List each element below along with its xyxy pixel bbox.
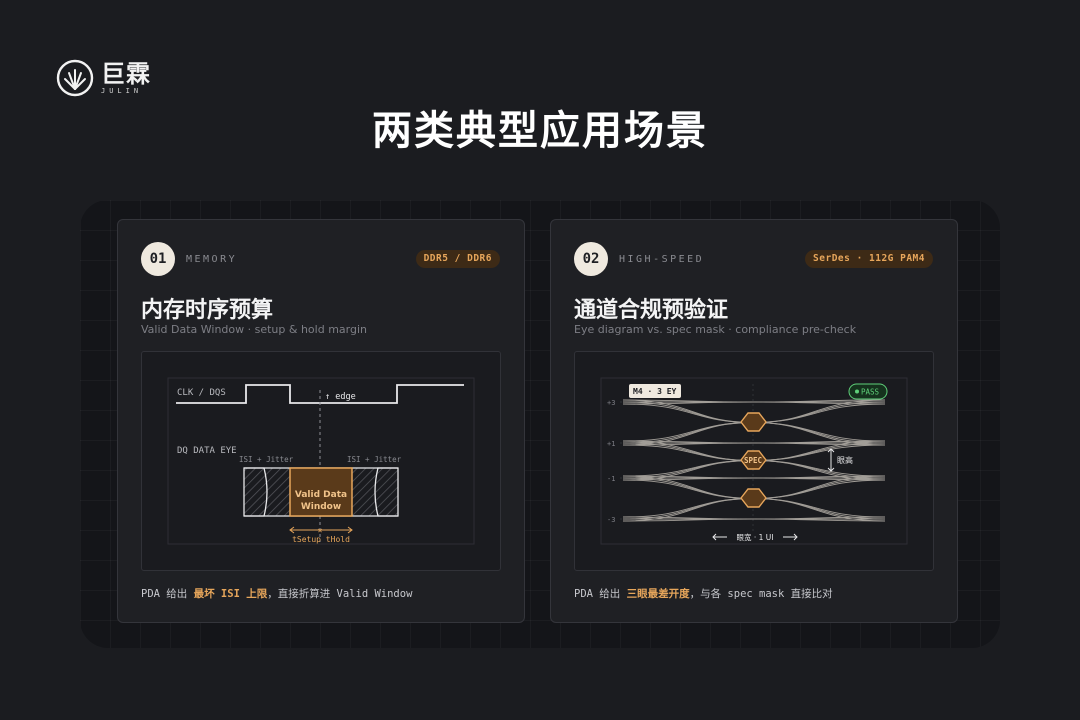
card-kicker: MEMORY (186, 254, 238, 265)
card-memory: 01 MEMORY DDR5 / DDR6 内存时序预算 Valid Data … (117, 219, 525, 623)
eye-trace (622, 399, 886, 405)
arrow-head-left (289, 526, 295, 534)
valid-window-label-1: Valid Data (295, 490, 347, 500)
eye-tag-box (629, 384, 681, 398)
footnote-post: ，直接折算进 Valid Window (267, 588, 413, 600)
card-footnote: PDA 给出 最坏 ISI 上限，直接折算进 Valid Window (141, 586, 412, 601)
brand-name-cn: 巨霖 (101, 59, 151, 88)
y-tick-p3: +3 (607, 399, 615, 407)
footnote-post: ，与各 spec mask 直接比对 (689, 588, 833, 600)
eye-diagram-frame (600, 377, 908, 545)
eye-trace (622, 440, 886, 446)
card-number-badge: 01 (141, 242, 175, 276)
pass-label: PASS (861, 388, 880, 397)
valid-window-label-2: Window (301, 502, 341, 512)
y-tick-m3: -3 (607, 516, 615, 524)
page-title: 两类典型应用场景 (372, 108, 708, 154)
spec-mask-middle (740, 450, 767, 470)
eye-label: DQ DATA EYE (177, 446, 237, 456)
eye-width-label-bg (727, 532, 783, 542)
card-high-speed: 02 HIGH-SPEED SerDes · 112G PAM4 通道合规预验证… (550, 219, 958, 623)
clock-waveform (176, 384, 464, 404)
pass-dot-icon (855, 389, 859, 394)
card-tag: SerDes · 112G PAM4 (805, 250, 933, 268)
card-title: 内存时序预算 (141, 298, 274, 323)
card-tag: DDR5 / DDR6 (415, 250, 500, 268)
spec-mask-top (740, 412, 767, 432)
diagram-inner-frame (167, 377, 475, 545)
arrow-up-icon (827, 448, 835, 453)
timing-diagram: CLK / DQS ↑ edge DQ DATA EYE ISI + Jitte… (141, 351, 501, 571)
footnote-pre: PDA 给出 (141, 588, 194, 600)
card-title: 通道合规预验证 (574, 298, 729, 323)
card-subtitle: Valid Data Window · setup & hold margin (141, 323, 367, 336)
pass-badge (848, 383, 888, 400)
footnote-pre: PDA 给出 (574, 588, 627, 600)
spec-mask-bottom (740, 488, 767, 508)
eye-tag-label: M4 · 3 EY (633, 387, 677, 396)
arrow-down-icon (827, 467, 835, 472)
logo-fan-icon (56, 59, 94, 97)
eye-height-label: 眼高 (837, 455, 853, 465)
brand-name-en: JULIN (101, 86, 143, 95)
eye-width-label: 眼宽 · 1 UI (736, 532, 773, 542)
y-tick-m1: -1 (607, 475, 615, 483)
setup-hold-label: tSetup tHold (292, 535, 350, 544)
eye-trace (622, 475, 886, 481)
isi-left-label: ISI + Jitter (239, 455, 294, 464)
spec-masks (740, 412, 767, 508)
isi-right-label: ISI + Jitter (347, 455, 402, 464)
edge-cross-mark: × (318, 526, 323, 535)
eye-diagram-svg: +3 +1 -1 -3 SPEC M4 · 3 EY PASS 眼高 (600, 377, 908, 545)
card-subtitle: Eye diagram vs. spec mask · compliance p… (574, 323, 857, 336)
arrow-head-right (347, 526, 353, 534)
card-kicker: HIGH-SPEED (619, 254, 705, 265)
clk-label: CLK / DQS (177, 388, 226, 398)
footnote-highlight: 三眼最差开度 (626, 588, 690, 600)
spec-label: SPEC (744, 456, 762, 465)
card-number-badge: 02 (574, 242, 608, 276)
eye-diagram: +3 +1 -1 -3 SPEC M4 · 3 EY PASS 眼高 (574, 351, 934, 571)
arrow-right-icon (793, 533, 798, 541)
footnote-highlight: 最坏 ISI 上限 (193, 588, 268, 600)
eye-trace (622, 516, 886, 522)
valid-window-box (289, 467, 353, 517)
y-tick-p1: +1 (607, 440, 615, 448)
card-footnote: PDA 给出 三眼最差开度，与各 spec mask 直接比对 (574, 586, 833, 601)
edge-label: ↑ edge (325, 392, 356, 402)
arrow-left-icon (712, 533, 717, 541)
timing-diagram-svg: CLK / DQS ↑ edge DQ DATA EYE ISI + Jitte… (167, 377, 475, 545)
brand-logo: 巨霖 JULIN (55, 58, 151, 98)
